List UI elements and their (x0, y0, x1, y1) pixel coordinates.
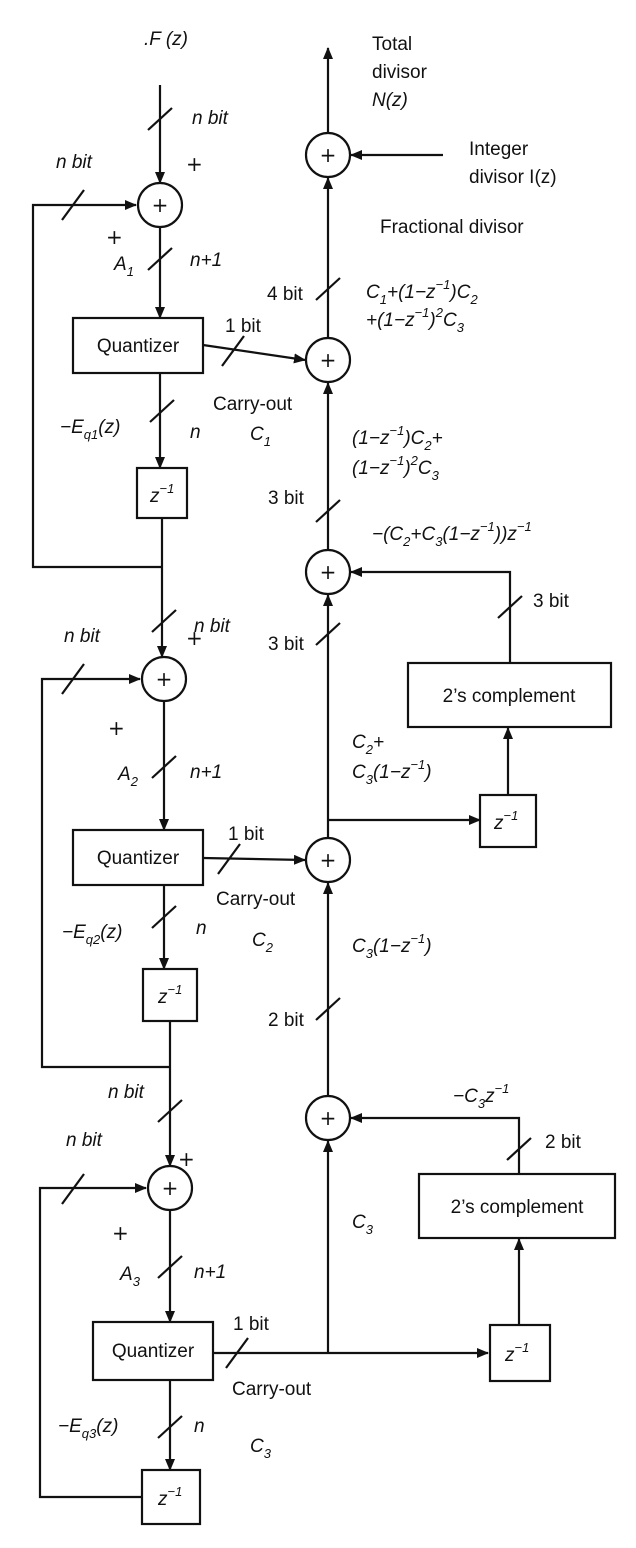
integer-label-1: Integer (469, 139, 529, 160)
carry-out-1-label: Carry-out (213, 394, 293, 415)
delay-1-label: z−1 (149, 481, 174, 507)
svg-text:+: + (112, 1221, 129, 1245)
quantizer-1-label: Quantizer (97, 336, 180, 357)
carry-out-2-line (202, 854, 306, 865)
output-label-2: divisor (372, 62, 428, 83)
block-labels: Quantizer Quantizer Quantizer 2’s comple… (97, 336, 584, 1510)
delay-r2 (488, 1323, 552, 1383)
svg-text:+: + (320, 848, 337, 872)
svg-text:+: + (152, 193, 169, 217)
svg-text:3 bit: 3 bit (268, 634, 305, 655)
svg-text:+: + (156, 667, 173, 691)
twos-complement-2 (417, 1172, 617, 1240)
total-fraction-line-1: C1+(1−z−1)C2 (366, 277, 478, 307)
quantizer-2-label: Quantizer (97, 848, 180, 869)
svg-text:n: n (194, 1416, 205, 1437)
feedback-2 (40, 674, 170, 1069)
output-label-3: N(z) (372, 90, 408, 111)
svg-text:1 bit: 1 bit (228, 824, 265, 845)
a2-label: A2 (117, 764, 139, 789)
c3-label-right: C3 (352, 1212, 374, 1237)
c3-label-bottom: C3 (250, 1436, 272, 1461)
stage-1 (31, 85, 205, 658)
stage2-sum-line-2: (1−z−1)2C3 (352, 453, 440, 483)
svg-text:n bit: n bit (64, 626, 101, 647)
svg-text:n bit: n bit (108, 1082, 145, 1103)
quantizer-2 (71, 828, 205, 887)
io-labels: .F (z) Total divisor N(z) Integer diviso… (144, 29, 557, 238)
carry-out-3-label: Carry-out (232, 1379, 312, 1400)
svg-text:+: + (106, 225, 123, 249)
stage2-out-line-1: C2+ (352, 732, 384, 757)
svg-text:n+1: n+1 (194, 1262, 226, 1283)
svg-text:n: n (196, 918, 207, 939)
twos-complement-1-label: 2’s complement (443, 686, 576, 707)
svg-text:+: + (320, 348, 337, 372)
svg-text:+: + (320, 143, 337, 167)
delay-r2-label: z−1 (504, 1340, 529, 1366)
bus-width-labels: n bit n bit n+1 n n bit n bit n+1 n n bi… (56, 108, 582, 1437)
svg-text:+: + (108, 716, 125, 740)
a3-label: A3 (119, 1264, 141, 1289)
svg-text:n bit: n bit (194, 616, 231, 637)
eq1-label: −Eq1(z) (60, 417, 120, 442)
svg-text:+: + (186, 626, 203, 650)
svg-text:+: + (320, 560, 337, 584)
svg-text:+: + (186, 152, 203, 176)
svg-text:4 bit: 4 bit (267, 284, 304, 305)
stage2-out-line-2: C3(1−z−1) (352, 757, 432, 787)
quantizer-3 (91, 1320, 215, 1382)
bus-n-input: n bit (192, 108, 229, 129)
delay-r1 (478, 793, 538, 849)
svg-text:n bit: n bit (66, 1130, 103, 1151)
stage2-sum-line-1: (1−z−1)C2+ (352, 423, 443, 453)
noise-cancellation-network (202, 47, 617, 1383)
twos-complement-2-label: 2’s complement (451, 1197, 584, 1218)
svg-text:n bit: n bit (56, 152, 93, 173)
svg-text:2 bit: 2 bit (268, 1010, 305, 1031)
expression-labels: C1+(1−z−1)C2 +(1−z−1)2C3 (1−z−1)C2+ (1−z… (352, 277, 532, 1111)
svg-text:n: n (190, 422, 201, 443)
c1-label: C1 (250, 424, 271, 449)
twos-1-to-adder-b (350, 567, 512, 663)
stage-3 (38, 1164, 215, 1526)
bus-ticks (61, 107, 532, 1439)
delay-1 (135, 466, 189, 520)
svg-text:3 bit: 3 bit (533, 591, 570, 612)
feedback-3bit-label: −(C2+C3(1−z−1))z−1 (372, 519, 532, 549)
delay-r1-label: z−1 (493, 808, 518, 834)
svg-text:+: + (178, 1147, 195, 1171)
carry-out-1-line (202, 343, 306, 364)
svg-text:+: + (162, 1176, 179, 1200)
c2-label: C2 (252, 930, 274, 955)
svg-text:n+1: n+1 (190, 250, 222, 271)
feedback-3 (38, 1183, 147, 1499)
svg-text:1 bit: 1 bit (225, 316, 262, 337)
adder-signs: + + + + + + + + + + + + + + (106, 143, 336, 1245)
feedback-2bit-label: −C3z−1 (453, 1081, 509, 1111)
total-fraction-line-2: +(1−z−1)2C3 (366, 305, 465, 335)
eq2-label: −Eq2(z) (62, 922, 122, 947)
twos-2-to-adder-d (350, 1113, 521, 1174)
svg-text:3 bit: 3 bit (268, 488, 305, 509)
fractional-divisor-label: Fractional divisor (380, 217, 524, 238)
feedback-1 (31, 200, 162, 569)
svg-text:1 bit: 1 bit (233, 1314, 270, 1335)
twos-complement-1 (406, 661, 613, 729)
svg-text:+: + (320, 1106, 337, 1130)
integer-label-2: divisor I(z) (469, 167, 557, 188)
stage3-diff-label: C3(1−z−1) (352, 931, 432, 961)
svg-text:2 bit: 2 bit (545, 1132, 582, 1153)
eq3-label: −Eq3(z) (58, 1416, 118, 1441)
carry-out-2-label: Carry-out (216, 889, 296, 910)
stage-2 (40, 655, 205, 1167)
output-label-1: Total (372, 34, 412, 55)
delay-2-label: z−1 (157, 982, 182, 1008)
fractional-input-label: .F (z) (144, 29, 188, 50)
quantizer-3-label: Quantizer (112, 1341, 195, 1362)
a1-label: A1 (113, 254, 134, 279)
svg-text:n+1: n+1 (190, 762, 222, 783)
delay-3-label: z−1 (157, 1484, 182, 1510)
